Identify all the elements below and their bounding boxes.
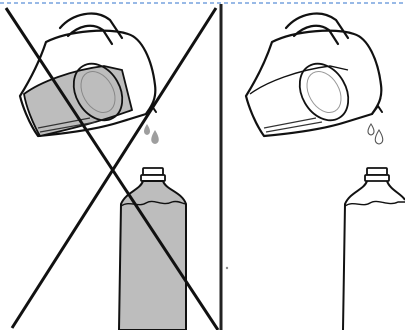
right-panel	[246, 14, 405, 330]
left-panel	[6, 8, 218, 330]
bottle-icon	[343, 168, 405, 330]
drop-icon	[144, 124, 159, 144]
drop-icon	[368, 124, 383, 144]
pitcher-icon	[246, 14, 382, 136]
pitcher-icon	[20, 14, 156, 136]
cross-mark	[6, 8, 218, 330]
stray-dot	[226, 267, 228, 269]
